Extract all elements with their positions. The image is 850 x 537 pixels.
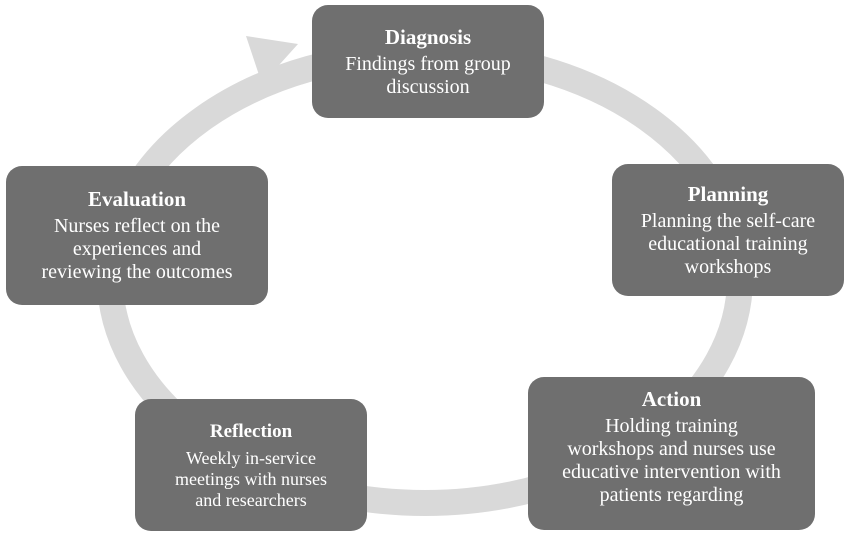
stage-diagnosis-title: Diagnosis [384,24,472,49]
stage-planning-title: Planning [687,181,769,206]
stage-reflection-title: Reflection [209,420,293,442]
stage-diagnosis-description: Findings from group discussion [345,52,511,98]
cycle-arrowhead-icon [246,36,298,84]
stage-evaluation-description: Nurses reflect on the experiences and re… [41,215,233,283]
stage-evaluation: Evaluation Nurses reflect on the experie… [6,166,268,305]
stage-planning: Planning Planning the self-care educatio… [612,164,844,296]
stage-action-title: Action [641,387,702,411]
stage-evaluation-title: Evaluation [87,187,187,211]
stage-action: Action Holding training workshops and nu… [528,377,815,530]
stage-action-description: Holding training workshops and nurses us… [562,415,781,506]
stage-planning-description: Planning the self-care educational train… [640,209,816,278]
stage-diagnosis: Diagnosis Findings from group discussion [312,5,544,118]
stage-reflection-description: Weekly in-service meetings with nurses a… [175,447,327,510]
stage-reflection: Reflection Weekly in-service meetings wi… [135,399,367,531]
